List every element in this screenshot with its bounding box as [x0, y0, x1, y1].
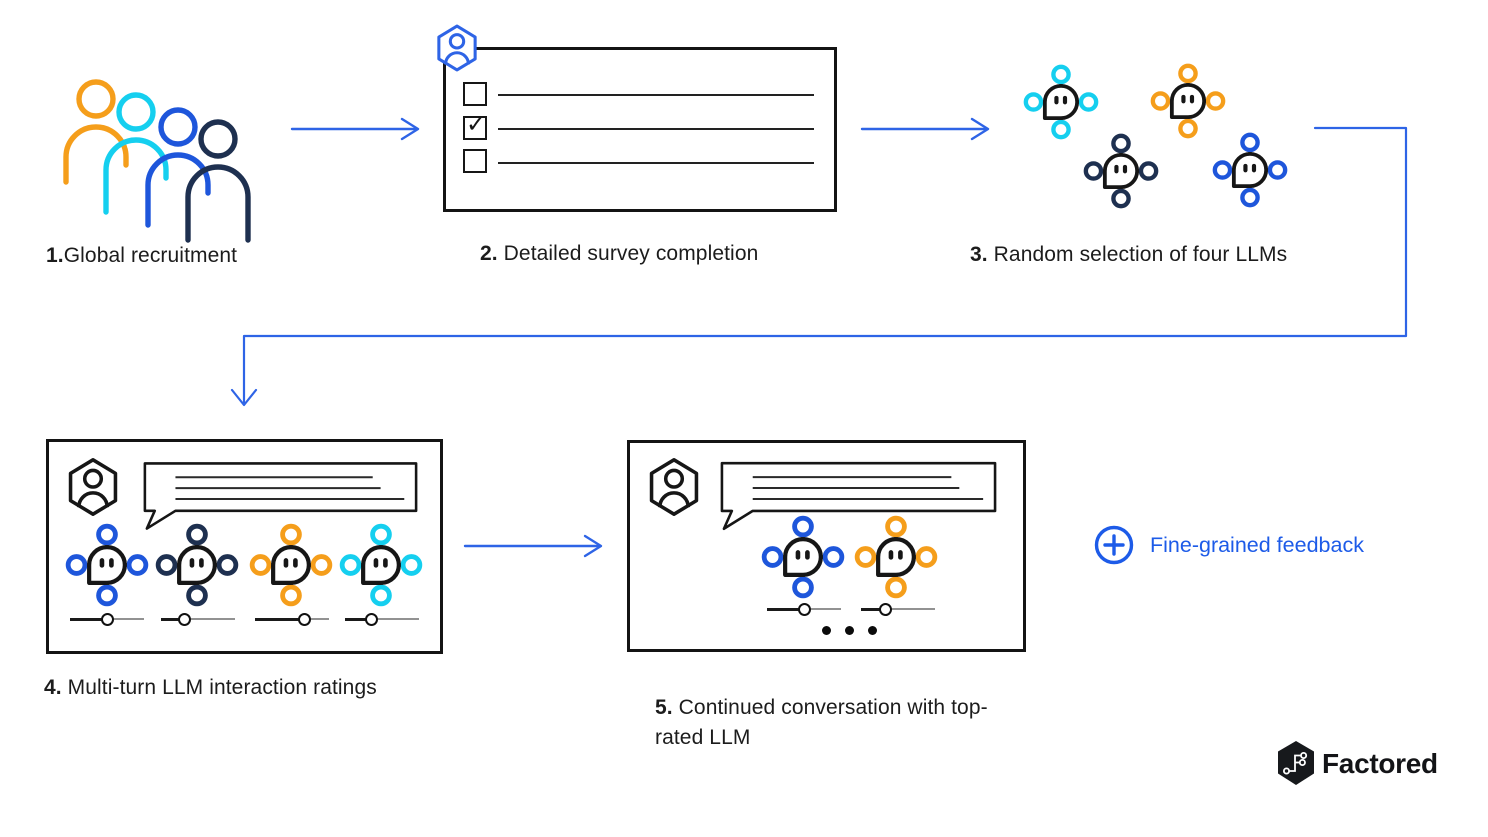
rating-slider	[255, 612, 329, 626]
arrow-right-icon	[290, 117, 420, 141]
person-cyan	[103, 92, 169, 215]
speech-bubble-icon	[143, 462, 418, 530]
step-3-label: 3. Random selection of four LLMs	[970, 243, 1288, 266]
user-hexagon-icon	[68, 458, 118, 516]
robot-network-icon	[339, 523, 423, 607]
robot-network-icon	[761, 515, 845, 599]
robot-network-icon	[249, 523, 333, 607]
step-2-label: 2. Detailed survey completion	[480, 242, 759, 265]
checkbox-1	[463, 82, 487, 106]
brand-name: Factored	[1322, 748, 1438, 779]
survey-text-line	[498, 162, 814, 164]
ellipsis-dot	[822, 626, 831, 635]
survey-text-line	[498, 128, 814, 130]
people-group-icon	[63, 79, 251, 243]
ellipsis-dot	[845, 626, 854, 635]
robot-network-icon	[1150, 63, 1226, 139]
elbow-connector-arrow	[230, 126, 1408, 407]
rating-slider	[161, 612, 235, 626]
survey-text-line	[498, 94, 814, 96]
checkbox-3	[463, 149, 487, 173]
rating-slider	[70, 612, 144, 626]
robot-network-icon	[1083, 133, 1159, 209]
checkbox-2-mark: ✓	[465, 111, 487, 138]
step-1-label: 1.Global recruitment	[46, 244, 238, 267]
robot-network-icon	[1023, 64, 1099, 140]
person-navy	[185, 119, 251, 243]
robot-network-icon	[65, 523, 149, 607]
rating-slider	[345, 612, 419, 626]
rating-slider	[767, 602, 841, 616]
user-hexagon-icon	[649, 458, 699, 516]
speech-bubble-icon	[720, 461, 997, 531]
person-orange	[63, 79, 129, 185]
factored-hexagon-logo	[1278, 741, 1314, 785]
feedback-label: Fine-grained feedback	[1150, 533, 1364, 557]
arrow-right-icon	[860, 117, 990, 141]
ellipsis-dot	[868, 626, 877, 635]
plus-circle-icon	[1094, 525, 1134, 565]
robot-network-icon	[854, 515, 938, 599]
checkbox-2: ✓	[463, 111, 487, 140]
robot-network-icon	[1212, 132, 1288, 208]
step-4-label: 4. Multi-turn LLM interaction ratings	[44, 676, 377, 699]
arrow-right-icon	[463, 534, 603, 558]
survey-box: ✓	[443, 47, 837, 212]
user-hexagon-badge-icon	[437, 24, 477, 72]
rating-slider	[861, 602, 935, 616]
person-blue	[145, 107, 211, 228]
step-5-label: 5. Continued conversation with top-rated…	[655, 696, 988, 749]
robot-network-icon	[155, 523, 239, 607]
